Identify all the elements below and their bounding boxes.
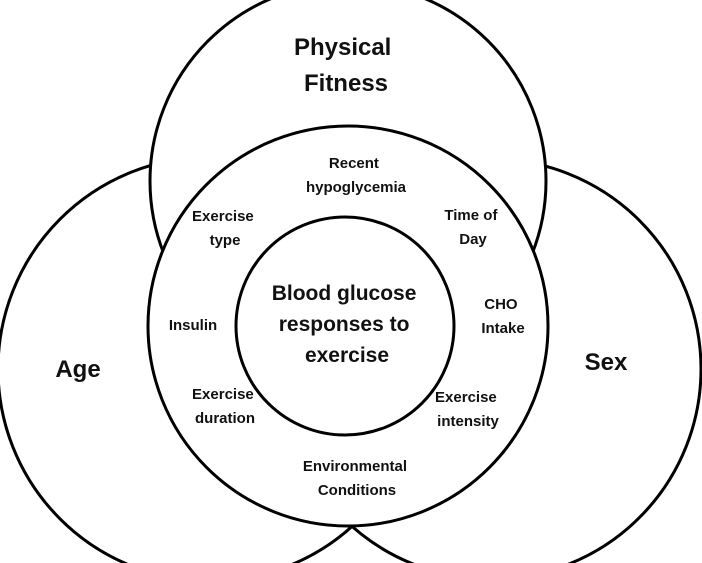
- sex-label: Sex: [585, 349, 628, 376]
- core-circle: [234, 215, 456, 437]
- factor-exercise-duration: Exercise duration: [192, 386, 258, 427]
- factor-insulin: Insulin: [169, 317, 217, 334]
- factor-cho-intake: CHO Intake: [481, 296, 524, 337]
- factor-exercise-intensity: Exercise intensity: [435, 389, 501, 430]
- factor-time-of-day: Time of Day: [444, 207, 501, 248]
- age-label: Age: [55, 356, 100, 383]
- factor-exercise-type: Exercise type: [192, 208, 258, 249]
- core-label: Blood glucose responses to exercise: [272, 282, 423, 367]
- factor-environmental-conditions: Environmental Conditions: [303, 458, 411, 499]
- physical-fitness-label: Physical Fitness: [294, 34, 398, 97]
- factor-recent-hypoglycemia: Recent hypoglycemia: [306, 155, 407, 196]
